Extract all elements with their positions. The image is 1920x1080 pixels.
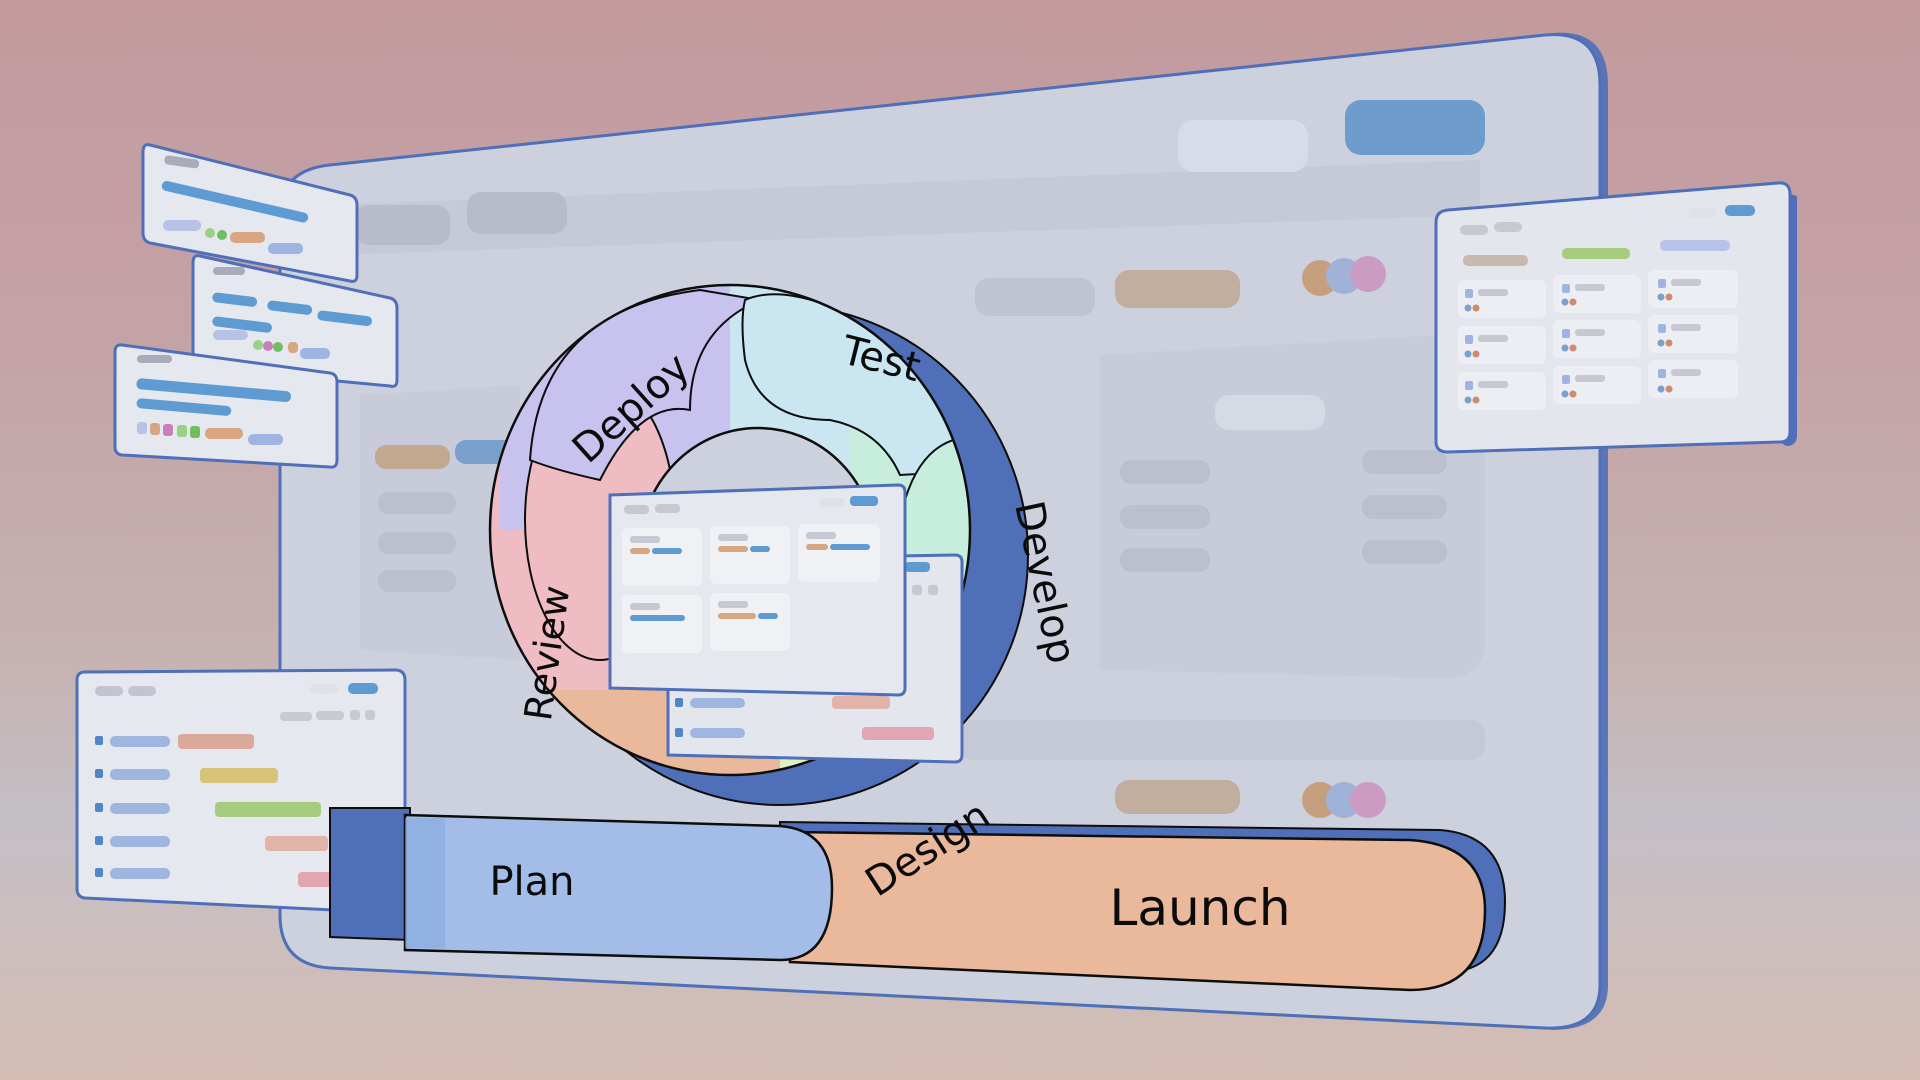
checkbox-icon	[1562, 375, 1570, 384]
checkbox-icon	[1562, 284, 1570, 293]
avatar-group-icon	[1302, 782, 1386, 818]
phase-label-launch: Launch	[1109, 879, 1290, 937]
plan-band	[329, 807, 834, 962]
center-board-card-front[interactable]	[608, 483, 907, 697]
task-card[interactable]	[191, 254, 399, 388]
window-nav-pill[interactable]	[355, 205, 450, 245]
checkbox-icon	[1465, 289, 1473, 298]
window-secondary-button[interactable]	[1178, 120, 1308, 172]
window-primary-button[interactable]	[1345, 100, 1485, 155]
checkbox-icon	[1562, 329, 1570, 338]
avatar-group-icon	[1302, 256, 1386, 296]
checkbox-icon	[1658, 369, 1666, 378]
checkbox-icon	[1658, 324, 1666, 333]
task-card[interactable]	[113, 343, 339, 469]
task-card[interactable]	[141, 143, 359, 283]
window-tag-pill	[375, 445, 450, 469]
checkbox-icon	[1465, 381, 1473, 390]
window-nav-pill[interactable]	[467, 192, 567, 234]
task-card-stack	[113, 143, 399, 469]
launch-band	[779, 820, 1507, 992]
window-tag-pill	[1115, 270, 1240, 308]
checkbox-icon	[1465, 335, 1473, 344]
kanban-board-card[interactable]	[1434, 181, 1797, 454]
phase-label-plan: Plan	[489, 859, 574, 905]
checkbox-icon	[1658, 279, 1666, 288]
